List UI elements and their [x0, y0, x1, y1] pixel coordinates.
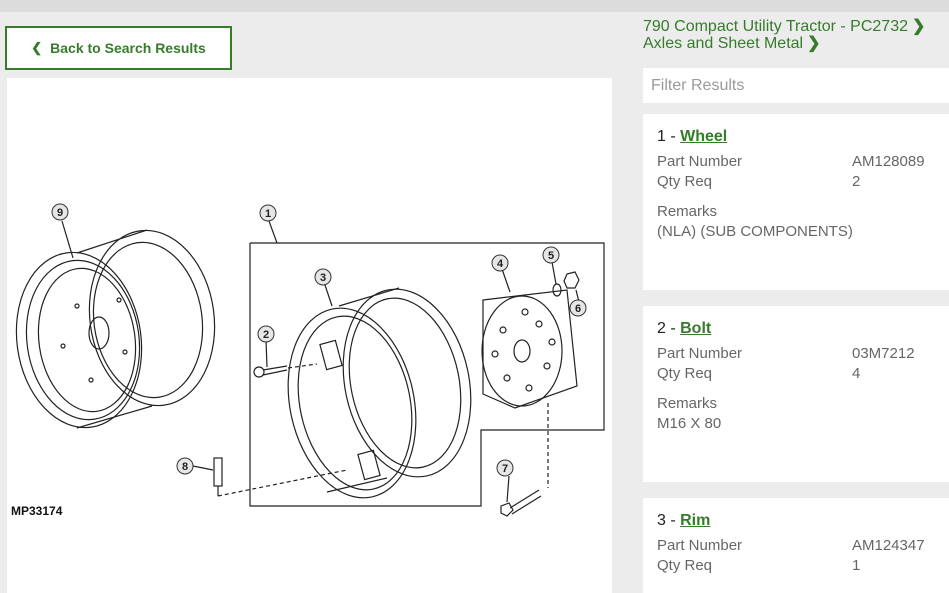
svg-text:9: 9	[57, 207, 63, 219]
qty-value: 4	[852, 365, 861, 382]
qty-value: 2	[852, 173, 861, 190]
callout-2[interactable]: 2	[257, 325, 275, 343]
part-title: 1 - Wheel	[657, 128, 728, 145]
remarks-value: (NLA) (SUB COMPONENTS)	[657, 223, 853, 240]
exploded-wheel-drawing: 9 1 3 2 4 5 6 7 8	[15, 203, 605, 517]
part-number-value: AM124347	[852, 537, 925, 554]
svg-text:3: 3	[320, 272, 326, 284]
callout-6[interactable]: 6	[569, 299, 587, 317]
part-number-row: Part Number AM124347	[657, 537, 925, 554]
remarks-value: M16 X 80	[657, 415, 722, 432]
part-title: 3 - Rim	[657, 512, 711, 529]
svg-text:8: 8	[182, 461, 188, 473]
svg-text:7: 7	[502, 463, 508, 475]
qty-row: Qty Req 1	[657, 557, 861, 574]
part-name-link[interactable]: Rim	[680, 512, 711, 529]
qty-row: Qty Req 2	[657, 173, 861, 190]
svg-text:2: 2	[263, 329, 269, 341]
svg-text:4: 4	[497, 258, 504, 270]
part-card: 3 - Rim Part Number AM124347 Qty Req 1	[643, 498, 949, 593]
callout-5[interactable]: 5	[542, 246, 560, 264]
svg-text:6: 6	[575, 303, 581, 315]
breadcrumb: 790 Compact Utility Tractor - PC2732❯ Ax…	[643, 18, 949, 52]
qty-row: Qty Req 4	[657, 365, 861, 382]
part-number-row: Part Number 03M7212	[657, 345, 915, 362]
top-bar	[0, 0, 949, 12]
callout-4[interactable]: 4	[491, 254, 509, 272]
chevron-left-icon: ❮	[31, 40, 43, 55]
back-to-search-results-button[interactable]: ❮ Back to Search Results	[5, 26, 232, 70]
remarks-label: Remarks	[657, 203, 718, 220]
svg-text:5: 5	[548, 250, 554, 262]
remarks-label: Remarks	[657, 395, 718, 412]
callout-7[interactable]: 7	[496, 459, 514, 477]
callout-8[interactable]: 8	[176, 457, 194, 475]
callout-1[interactable]: 1	[259, 204, 277, 222]
part-name-link[interactable]: Bolt	[680, 320, 712, 337]
part-number-row: Part Number AM128089	[657, 153, 925, 170]
part-card: 1 - Wheel Part Number AM128089 Qty Req 2…	[643, 114, 949, 290]
chevron-right-icon: ❯	[912, 18, 926, 35]
parts-diagram[interactable]: 9 1 3 2 4 5 6 7 8 MP33174	[7, 78, 612, 593]
svg-text:1: 1	[265, 208, 271, 220]
part-card: 2 - Bolt Part Number 03M7212 Qty Req 4 R…	[643, 306, 949, 482]
callout-9[interactable]: 9	[51, 203, 69, 221]
filter-results-input[interactable]	[643, 68, 949, 103]
diagram-code: MP33174	[11, 504, 63, 518]
chevron-right-icon: ❯	[807, 35, 821, 52]
part-number-value: 03M7212	[852, 345, 915, 362]
part-number-value: AM128089	[852, 153, 925, 170]
back-button-label: Back to Search Results	[50, 40, 206, 56]
breadcrumb-link-model[interactable]: 790 Compact Utility Tractor - PC2732❯	[643, 18, 926, 35]
callout-3[interactable]: 3	[314, 268, 332, 286]
qty-value: 1	[852, 557, 861, 574]
part-name-link[interactable]: Wheel	[680, 128, 728, 145]
part-title: 2 - Bolt	[657, 320, 712, 337]
breadcrumb-link-section[interactable]: Axles and Sheet Metal❯	[643, 35, 821, 52]
